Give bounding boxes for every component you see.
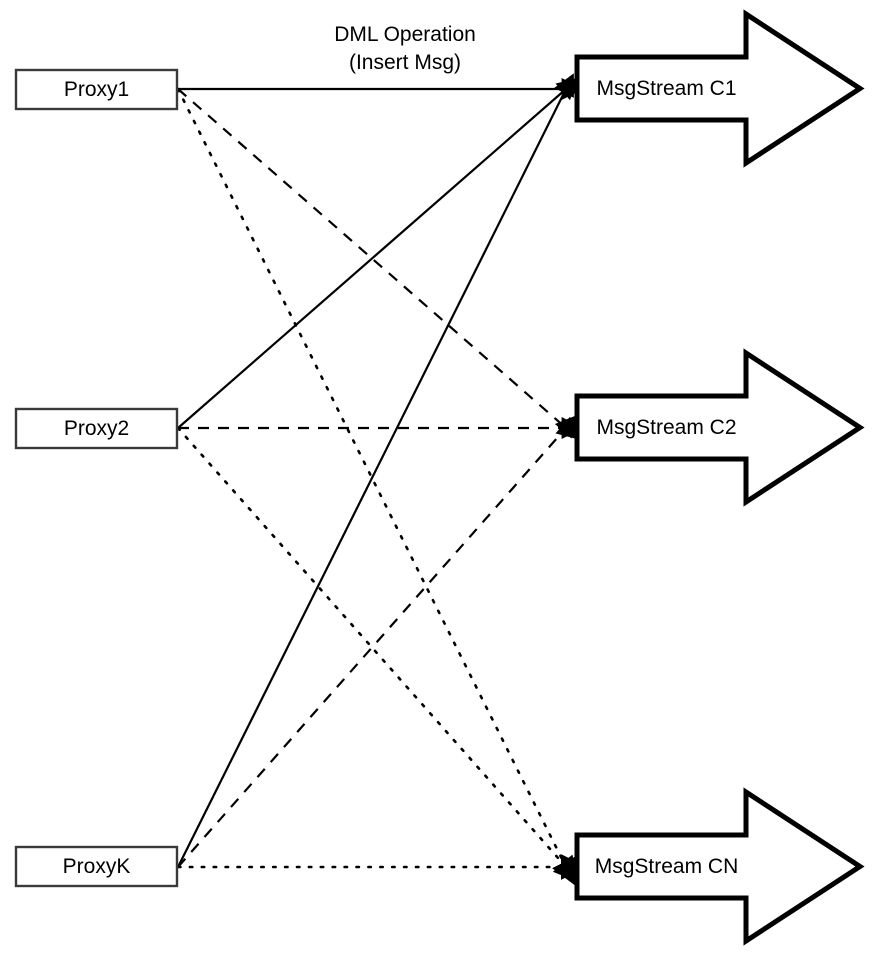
edge-proxy2-to-c1 <box>177 77 580 429</box>
proxy-node-proxy1[interactable]: Proxy1 <box>14 68 179 111</box>
proxy-node-proxyk[interactable]: ProxyK <box>14 845 179 888</box>
stream-label-cn: MsgStream CN <box>595 855 739 878</box>
dml-operation-annotation: DML Operation (Insert Msg) <box>334 23 476 74</box>
proxy-box-rect <box>14 845 179 888</box>
stream-label-c1: MsgStream C1 <box>596 77 736 100</box>
proxy-box-rect <box>14 407 179 450</box>
edge-proxy1-to-cn <box>176 87 576 886</box>
stream-arrow-shape <box>574 9 865 168</box>
edge-proxyk-to-c2 <box>177 414 578 868</box>
msgstream-arrow-c1[interactable]: MsgStream C1 <box>574 9 865 168</box>
stream-arrow-shape <box>574 348 865 507</box>
streams-layer: MsgStream C1 MsgStream C2 MsgStream CN <box>574 9 865 946</box>
msgstream-arrow-c2[interactable]: MsgStream C2 <box>574 348 865 507</box>
edge-proxyk-to-c1 <box>177 73 574 868</box>
proxy-node-proxy2[interactable]: Proxy2 <box>14 407 179 450</box>
annotation-line-1: DML Operation <box>334 23 476 46</box>
edges-layer <box>176 73 587 886</box>
annotation-line-2: (Insert Msg) <box>349 51 461 74</box>
proxy-box-rect <box>14 68 179 111</box>
proxy-label-proxyk: ProxyK <box>63 855 131 878</box>
proxy-label-proxy1: Proxy1 <box>64 78 129 101</box>
edge-proxy1-to-c2 <box>177 88 580 440</box>
proxy-label-proxy2: Proxy2 <box>64 417 129 440</box>
msgstream-arrow-cn[interactable]: MsgStream CN <box>574 787 865 946</box>
stream-arrow-shape <box>574 787 865 946</box>
stream-label-c2: MsgStream C2 <box>596 416 736 439</box>
edge-proxy2-to-cn <box>176 426 580 883</box>
